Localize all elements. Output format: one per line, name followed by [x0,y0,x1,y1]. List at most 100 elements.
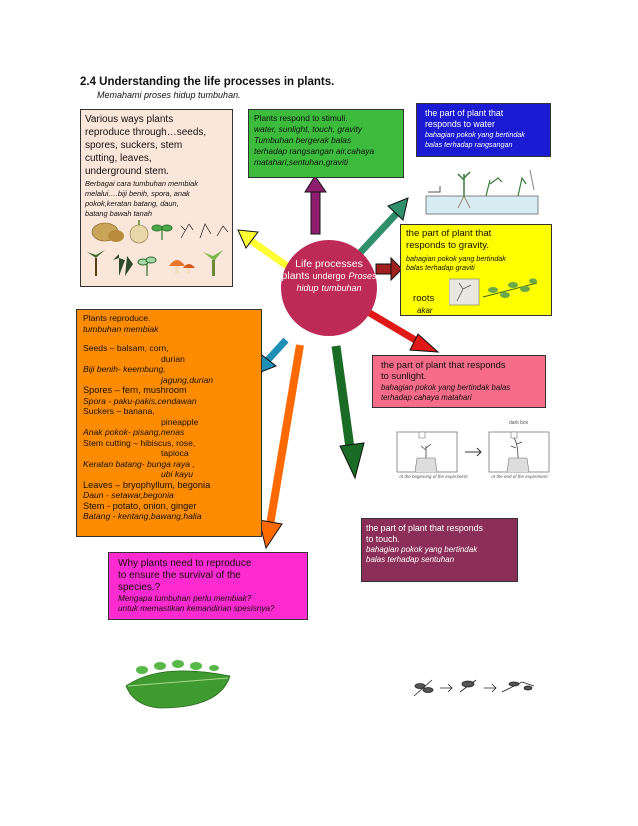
caption-start-line: of the experiment [432,474,468,479]
caption-start-line: At the beginning [399,474,432,479]
gravity-response-box: the part of plant that responds to gravi… [400,224,552,316]
mimosa-touch-illustration [413,679,535,697]
reproduce-line: underground stem. [85,166,169,177]
stimuli-sub-line: matahari,sentuhan,graviti [254,157,349,167]
sunlight-sub-line: terhadap cahaya matahari [381,393,472,402]
reproduce-sub-line: melalui….biji benih, spora, anak [85,189,190,198]
stimuli-line: Plants respond to stimuli. [254,113,348,123]
page-title: 2.4 Understanding the life processes in … [80,76,335,88]
gravity-line: responds to gravity. [406,240,490,251]
why-reproduce-box: Why plants need to reproduce to ensure t… [108,552,308,620]
sunlight-experiment-figure: dark box At the beginning of the experim… [391,418,561,488]
caption-end: At the end of the experiment [491,474,548,479]
cutting-sketch-illustration [180,223,229,239]
dark-box-label: dark box [509,420,529,426]
water-sub-line: balas terhadap rangsangan [425,140,513,149]
plantrep-line: Keratan batang- bunga raya , [83,458,195,469]
plantrep-line: Stem cutting – hibiscus, rose, [83,437,196,448]
reproduce-sub-line: batang bawah tanah [85,209,152,218]
touch-response-box: the part of plant that responds to touch… [361,518,518,582]
bryophyllum-leaf-illustration [125,660,231,709]
seedling-pot-illustration [137,256,157,276]
water-experiment-illustration [425,169,539,215]
gravity-sub-line: bahagian pokok yang bertindak [406,254,506,263]
plantrep-line: Biji benih- keembung, [83,364,166,374]
arrow-to-sunlight [366,308,440,353]
plant-reproduce-box: Plants reproduce. tumbuhan membiak Seeds… [76,309,262,537]
why-line: to ensure the survival of the [118,570,241,581]
plantrep-line: ubi kayu [161,469,194,479]
stimuli-line: water, sunlight, touch, gravity [254,124,362,134]
touch-line: the part of plant that responds [366,523,483,533]
potato-illustration [91,222,124,242]
plantrep-line: Spores – fern, mushroom [83,385,187,395]
reproduce-sub-line: pokok,keratan batang, daun, [85,199,179,208]
why-line: species.? [118,582,161,593]
stimuli-box: Plants respond to stimuli. water, sunlig… [248,109,404,178]
gravity-sub-line: balas terhadap graviti [406,263,475,272]
touch-sub-line: bahagian pokok yang bertindak [366,545,478,554]
arrow-to-why [258,344,304,550]
why-sub-line: untuk memastikan kemandirian spesisnya? [118,603,275,613]
banana-plant-illustration [203,250,223,276]
plantrep-line: Seeds – balsam, corn, [83,343,169,353]
arrow-to-touch [331,345,365,480]
roots-label: roots [413,293,435,304]
why-line: Why plants need to reproduce [118,558,252,569]
plantrep-line: Batang - kentang,bawang,halia [83,511,202,521]
plantrep-line: durian [161,353,185,364]
stimuli-sub-line: terhadap rangsangan air,cahaya [254,146,375,156]
onion-illustration [129,220,149,244]
sunlight-sub-line: bahagian pokok yang bertindak balas [381,383,511,392]
reproduce-line: cutting, leaves, [85,153,152,164]
water-sub-line: bahagian pokok yang bertindak [425,130,525,139]
phototropism-drawing [396,431,550,473]
akar-label: akar [417,306,433,315]
plantrep-line: Suckers – banana, [83,406,155,416]
plantrep-line: Daun - setawar,begonia [83,490,174,500]
plantrep-head: Plants reproduce. [83,313,151,323]
life-processes-hub: Life processes plants undergo Proses hid… [281,240,377,336]
plantrep-head-sub: tumbuhan membiak [83,323,159,334]
reproduce-line: Various ways plants [85,114,174,125]
water-line: responds to water [425,119,495,129]
seedling-illustration [151,224,173,240]
hub-line: plants [281,270,310,282]
touch-line: to touch. [366,534,400,544]
why-sub-line: Mengapa tumbuhan perlu membiak? [118,594,252,603]
page-subtitle: Memahami proses hidup tumbuhan. [97,90,241,100]
gravity-line: the part of plant that [406,228,492,239]
reproduce-sub-line: Berbagai cara tumbuhan membiak [85,179,198,188]
palm-illustration [87,250,105,276]
arrow-to-stimuli [304,175,327,235]
mushroom-illustration [169,260,195,274]
arrow-to-gravity [375,256,403,282]
hub-line: Proses hidup [296,271,377,293]
caption-end-line: the experiment [517,474,548,479]
arrow-to-reproduce [237,229,293,271]
plantrep-line: pineapple [161,416,199,427]
hub-line: processes [315,258,363,270]
sunlight-response-box: the part of plant that responds to sunli… [372,355,546,408]
touch-sub-line: balas terhadap sentuhan [366,555,455,564]
sunlight-line: to sunlight. [381,370,427,381]
plantrep-line: jagung,durian [161,374,214,385]
hub-line: Life [295,258,313,270]
hub-line: tumbuhan [321,283,362,293]
caption-end-line: At the end of [491,474,517,479]
plantrep-line: tapioca [161,448,189,458]
plantrep-line: Spora - paku-pakis,cendawan [83,395,197,406]
reproduce-line: spores, suckers, stem [85,140,183,151]
fern-illustration [113,254,133,276]
sunlight-line: the part of plant that responds [381,359,506,370]
water-response-box: the part of plant that responds to water… [416,103,551,157]
water-line: the part of plant that [425,108,504,118]
plantrep-line: Stem - potato, onion, ginger [83,500,197,511]
caption-start: At the beginning of the experiment [399,474,468,479]
stimuli-sub-line: Tumbuhan bergerak balas [254,135,352,145]
hub-line: undergo [312,271,346,281]
plantrep-line: Leaves – bryophyllum, begonia [83,479,211,490]
arrow-to-water [355,197,409,258]
root-illustration [449,278,538,306]
